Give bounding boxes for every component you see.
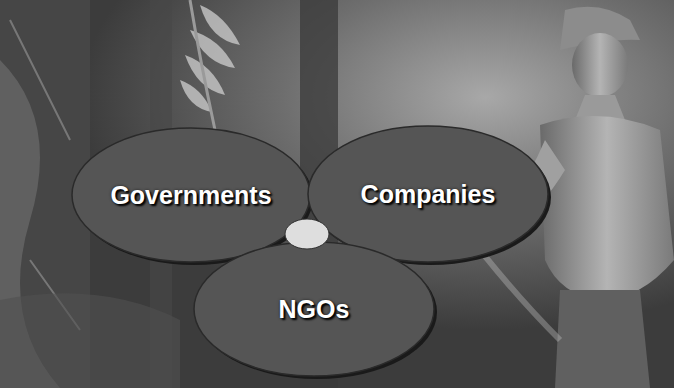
venn-oval: NGOs: [190, 238, 438, 380]
overlap-oval: [285, 219, 329, 249]
oval-label: Governments: [110, 181, 271, 210]
oval-label: Companies: [361, 180, 496, 209]
oval-label: NGOs: [279, 295, 350, 324]
oval-fill: [72, 128, 310, 262]
oval-fill: [194, 242, 434, 376]
oval-fill: [308, 126, 548, 262]
